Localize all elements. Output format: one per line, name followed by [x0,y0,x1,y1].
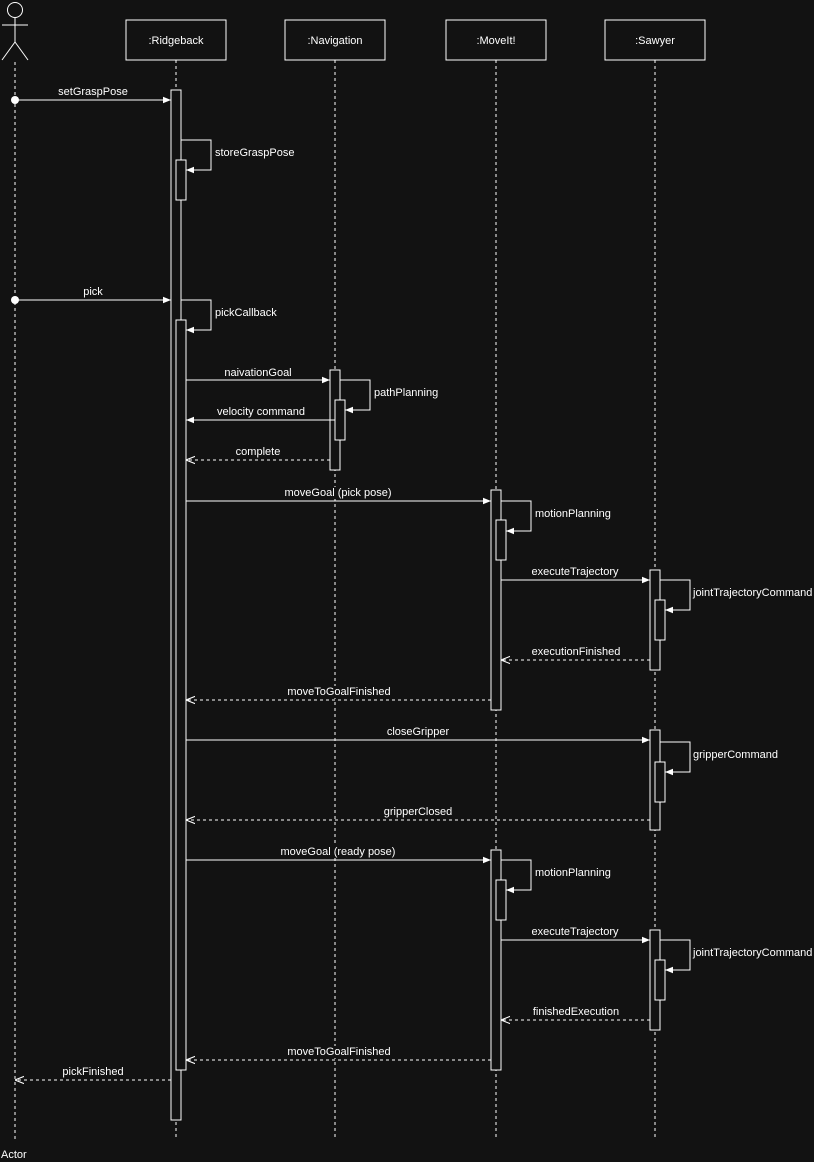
message-label: storeGraspPose [215,147,294,159]
message-label: complete [236,446,281,458]
message-pick-callback: pickCallback [181,299,279,334]
message-joint-trajectory-command-2: jointTrajectoryCommand [660,939,814,974]
message-joint-trajectory-command-1: jointTrajectoryCommand [660,579,814,614]
sawyer-activation-gripper-cmd [654,761,666,803]
label-background [214,307,279,319]
message-naivation-goal: naivationGoal [186,367,330,384]
message-label: gripperClosed [384,806,452,818]
label-background [385,726,451,738]
message-label: pick [83,286,103,298]
message-label: moveToGoalFinished [287,1046,390,1058]
actor: Actor [1,2,29,1161]
label-background [382,806,454,818]
moveit-activation-planning-1 [495,519,507,561]
message-label: velocity command [217,406,305,418]
navigation-head [284,19,386,61]
message-label: jointTrajectoryCommand [692,947,812,959]
message-store-grasp-pose: storeGraspPose [181,139,296,174]
message-close-gripper: closeGripper [186,726,650,744]
sawyer-label: :Sawyer [635,35,675,47]
ridgeback-label: :Ridgeback [148,35,204,47]
label-background [691,587,814,599]
navigation-activation-planning [334,399,346,441]
sawyer-head [604,19,706,61]
message-pick-finished: pickFinished [15,1066,171,1080]
message-label: pickCallback [215,307,277,319]
message-move-goal-pick: moveGoal (pick pose) [186,487,491,505]
message-label: pathPlanning [374,387,438,399]
message-label: pickFinished [62,1066,123,1078]
message-move-goal-ready: moveGoal (ready pose) [186,846,491,864]
label-background [286,1046,392,1058]
label-background [691,947,814,959]
message-label: moveToGoalFinished [287,686,390,698]
label-background [531,1006,621,1018]
ridgeback-activation-pick [175,319,187,1071]
label-background [692,749,779,761]
message-label: finishedExecution [533,1006,619,1018]
message-motion-planning-2: motionPlanning [501,859,612,894]
label-background [286,686,392,698]
message-execute-trajectory-1: executeTrajectory [501,566,650,584]
message-label: executionFinished [532,646,621,658]
label-background [534,508,612,520]
ridgeback-head [125,19,227,61]
label-background [57,86,129,98]
message-gripper-closed: gripperClosed [186,806,650,820]
moveit-label: :MoveIt! [476,35,515,47]
actor-figure [1,2,29,61]
message-label: gripperCommand [693,749,778,761]
message-move-to-goal-finished-2: moveToGoalFinished [186,1046,491,1060]
label-background [373,387,440,399]
label-background [234,446,282,458]
message-label: naivationGoal [224,367,291,379]
label-background [61,1066,125,1078]
label-background [82,286,105,298]
message-label: setGraspPose [58,86,128,98]
message-pick: pick [11,286,171,304]
moveit-activation-1 [490,489,502,711]
label-background [534,867,612,879]
message-gripper-command: gripperCommand [660,741,779,776]
message-velocity-command: velocity command [186,406,335,424]
moveit-activation-2 [490,849,502,1071]
message-label: executeTrajectory [531,566,619,578]
participant-navigation: :Navigation [284,19,386,1140]
message-label: jointTrajectoryCommand [692,587,812,599]
label-background [223,367,293,379]
sawyer-activation-joint-1 [654,599,666,641]
message-motion-planning-1: motionPlanning [501,500,612,535]
message-execute-trajectory-2: executeTrajectory [501,926,650,944]
message-move-to-goal-finished-1: moveToGoalFinished [186,686,491,700]
label-background [530,646,622,658]
message-complete: complete [186,446,330,460]
sawyer-activation-joint-2 [654,959,666,1001]
label-background [530,926,621,938]
label-background [215,406,307,418]
message-execution-finished: executionFinished [501,646,650,660]
moveit-head [445,19,547,61]
message-label: moveGoal (pick pose) [285,487,392,499]
moveit-activation-planning-2 [495,879,507,921]
label-background [279,846,397,858]
message-label: closeGripper [387,726,450,738]
message-label: moveGoal (ready pose) [281,846,396,858]
label-background [214,147,296,159]
navigation-label: :Navigation [307,35,362,47]
actor-label: Actor [1,1149,27,1161]
message-label: executeTrajectory [531,926,619,938]
message-label: motionPlanning [535,508,611,520]
label-background [283,487,393,499]
ridgeback-activation-store [175,159,187,201]
message-label: motionPlanning [535,867,611,879]
message-finished-execution: finishedExecution [501,1006,650,1020]
message-path-planning: pathPlanning [340,379,440,414]
label-background [530,566,621,578]
message-set-grasp-pose: setGraspPose [11,86,171,104]
